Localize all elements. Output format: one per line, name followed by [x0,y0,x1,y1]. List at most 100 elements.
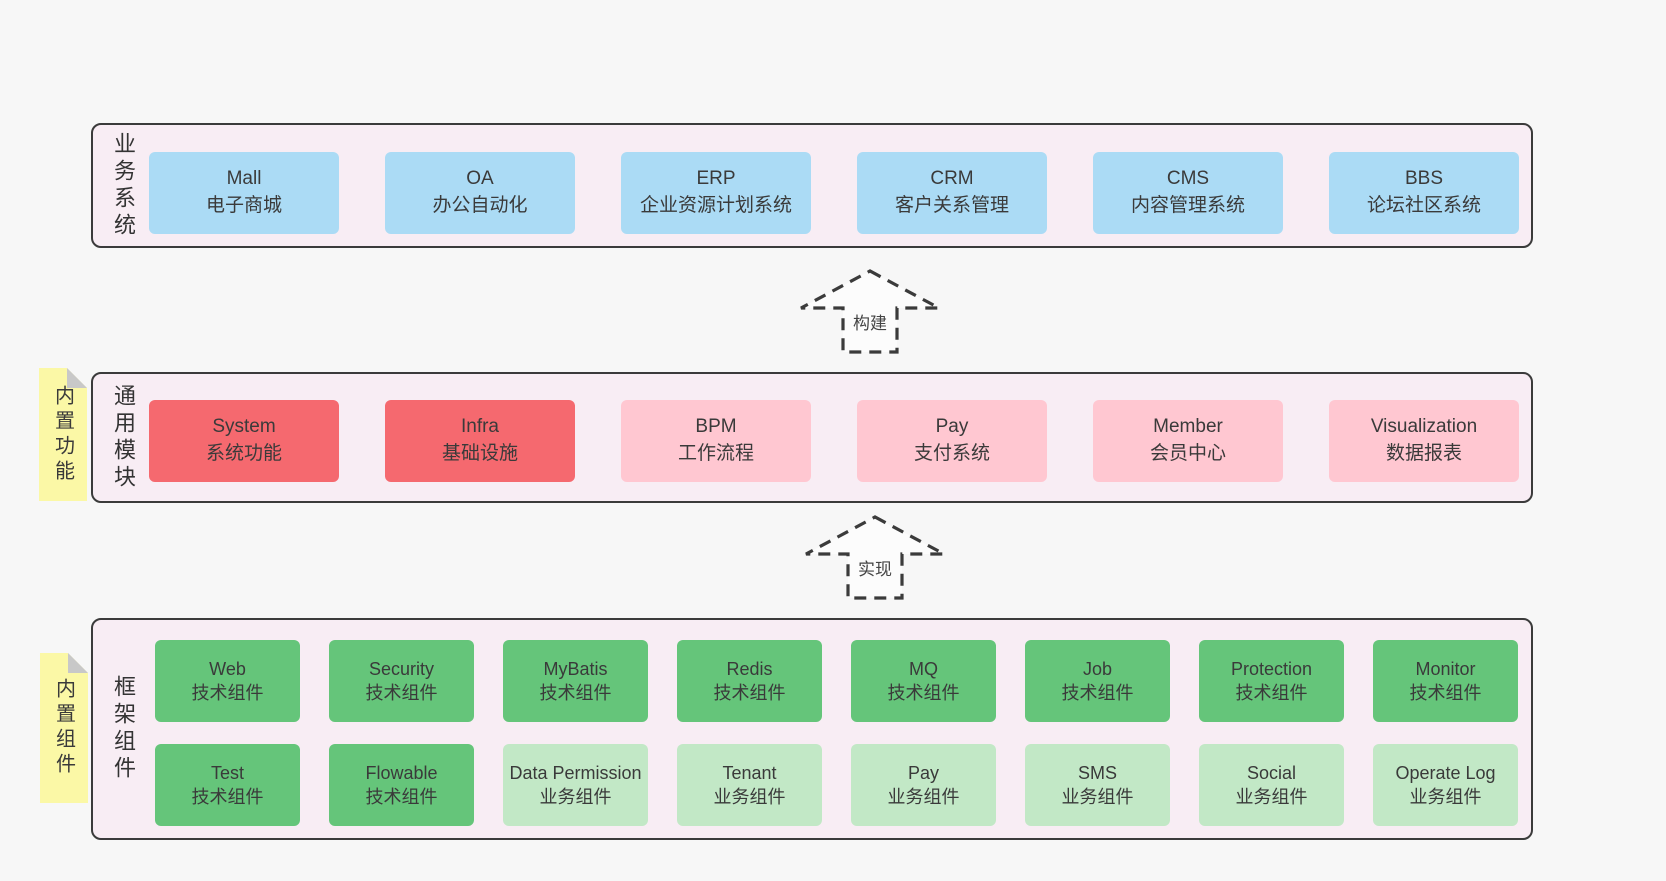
business-system-box: BBS 论坛社区系统 [1329,152,1519,234]
box-subtitle: 技术组件 [365,787,438,807]
build-arrow: 构建 [798,268,942,356]
component-box: Web 技术组件 [155,640,300,722]
box-title: SMS [1077,762,1117,783]
component-box: Monitor 技术组件 [1373,640,1518,722]
box-subtitle: 客户关系管理 [894,195,1009,216]
box-subtitle: 业务组件 [1409,787,1482,807]
box-title: Security [368,658,435,679]
component-box: SMS 业务组件 [1025,744,1170,826]
business-system-box: CMS 内容管理系统 [1093,152,1283,234]
box-subtitle: 支付系统 [913,443,990,464]
business-systems-panel: 业务系统 Mall 电子商城 OA 办公自动化 ERP 企业资源计划系统 CRM… [91,123,1533,248]
business-system-box: OA 办公自动化 [385,152,575,234]
box-subtitle: 数据报表 [1385,443,1462,464]
box-title: Pay [907,762,940,783]
box-subtitle: 技术组件 [191,787,264,807]
component-box: Data Permission 业务组件 [503,744,648,826]
panel-label-modules: 通用模块 [111,383,136,492]
module-boxes-row: System 系统功能 Infra 基础设施 BPM 工作流程 Pay 支付系统… [149,400,1519,482]
module-box: System 系统功能 [149,400,339,482]
box-subtitle: 业务组件 [1235,787,1308,807]
components-row-1: Web 技术组件 Security 技术组件 MyBatis 技术组件 Redi… [155,640,1518,722]
box-title: Infra [460,416,500,438]
box-subtitle: 技术组件 [539,683,612,703]
up-arrow-shape [805,515,945,600]
box-subtitle: 企业资源计划系统 [639,195,792,216]
box-subtitle: 工作流程 [677,443,754,464]
box-title: Test [210,762,244,783]
component-box: Flowable 技术组件 [329,744,474,826]
box-title: BBS [1404,168,1444,190]
box-title: MyBatis [543,658,608,679]
box-title: Monitor [1415,658,1476,679]
box-subtitle: 技术组件 [1235,683,1308,703]
business-system-box: Mall 电子商城 [149,152,339,234]
sticky-note-builtin-features: 内置功能 [39,368,87,501]
up-arrow-shape [800,269,940,354]
implement-arrow: 实现 [803,514,947,602]
component-box: MQ 技术组件 [851,640,996,722]
box-title: Data Permission [509,762,642,783]
component-box: Operate Log 业务组件 [1373,744,1518,826]
component-box: Social 业务组件 [1199,744,1344,826]
box-title: OA [466,168,494,190]
box-title: BPM [695,416,737,438]
box-subtitle: 技术组件 [1061,683,1134,703]
box-subtitle: 会员中心 [1149,443,1226,464]
panel-label-business: 业务系统 [111,131,136,240]
components-row-2: Test 技术组件 Flowable 技术组件 Data Permission … [155,744,1518,826]
box-title: Protection [1230,658,1313,679]
component-box: Test 技术组件 [155,744,300,826]
folded-corner-icon [68,653,88,673]
box-title: Social [1246,762,1297,783]
box-title: Job [1082,658,1113,679]
box-title: Web [209,658,246,679]
box-title: Member [1153,416,1223,438]
component-box: Protection 技术组件 [1199,640,1344,722]
framework-components-panel: 框架组件 Web 技术组件 Security 技术组件 MyBatis 技术组件… [91,618,1533,840]
module-box: BPM 工作流程 [621,400,811,482]
module-box: Visualization 数据报表 [1329,400,1519,482]
box-subtitle: 论坛社区系统 [1366,195,1481,216]
box-subtitle: 系统功能 [205,443,282,464]
box-subtitle: 业务组件 [1061,787,1134,807]
common-modules-panel: 通用模块 System 系统功能 Infra 基础设施 BPM 工作流程 Pay… [91,372,1533,503]
box-subtitle: 技术组件 [713,683,786,703]
business-boxes-row: Mall 电子商城 OA 办公自动化 ERP 企业资源计划系统 CRM 客户关系… [149,152,1519,234]
sticky-note-text: 内置功能 [51,384,74,485]
box-title: Visualization [1370,416,1478,438]
component-box: Job 技术组件 [1025,640,1170,722]
box-title: Tenant [722,762,777,783]
box-subtitle: 技术组件 [191,683,264,703]
component-box: Tenant 业务组件 [677,744,822,826]
build-arrow-label: 构建 [853,314,887,333]
module-box: Member 会员中心 [1093,400,1283,482]
box-subtitle: 技术组件 [887,683,960,703]
box-subtitle: 基础设施 [441,443,518,464]
sticky-note-builtin-components: 内置组件 [40,653,88,803]
box-subtitle: 电子商城 [205,195,282,216]
folded-corner-icon [67,368,87,388]
component-box: Security 技术组件 [329,640,474,722]
implement-arrow-label: 实现 [858,560,892,579]
box-subtitle: 内容管理系统 [1130,195,1245,216]
box-title: Pay [935,416,969,438]
box-title: ERP [696,168,736,190]
box-subtitle: 业务组件 [887,787,960,807]
box-title: CMS [1166,168,1210,190]
box-subtitle: 业务组件 [539,787,612,807]
component-box: Pay 业务组件 [851,744,996,826]
box-subtitle: 办公自动化 [432,195,528,216]
panel-label-components: 框架组件 [111,675,136,783]
box-subtitle: 技术组件 [1409,683,1482,703]
component-box: Redis 技术组件 [677,640,822,722]
box-title: MQ [909,658,938,679]
module-box: Infra 基础设施 [385,400,575,482]
module-box: Pay 支付系统 [857,400,1047,482]
box-title: System [212,416,276,438]
box-title: Operate Log [1395,762,1496,783]
sticky-note-text: 内置组件 [52,678,75,778]
box-subtitle: 业务组件 [713,787,786,807]
box-title: Redis [726,658,773,679]
